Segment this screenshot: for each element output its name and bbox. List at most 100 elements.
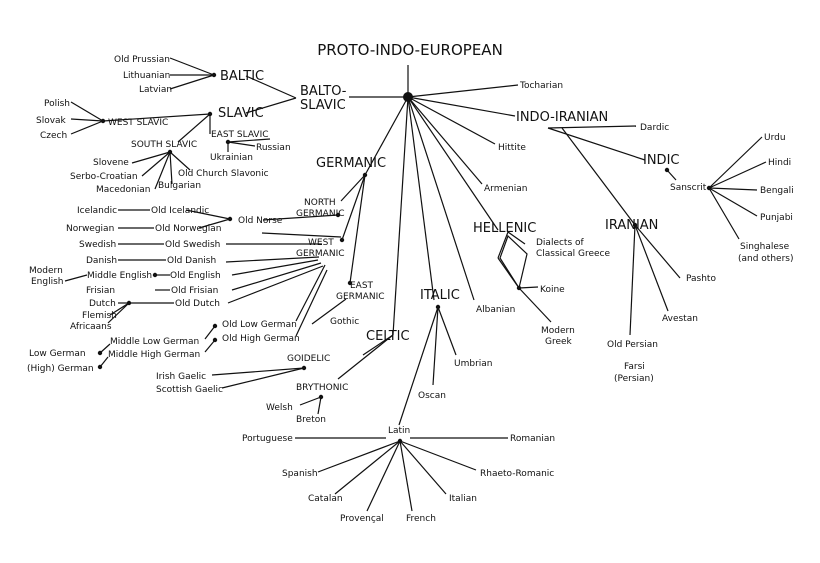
- tree-edge: [432, 306, 439, 386]
- tree-edge: [107, 302, 130, 324]
- label-macedonian: Macedonian: [96, 185, 150, 195]
- label-provencal: Provençal: [340, 514, 384, 524]
- tree-edge: [547, 125, 637, 129]
- label-umbrian: Umbrian: [454, 359, 493, 369]
- label-italic: ITALIC: [420, 288, 460, 303]
- label-tocharian: Tocharian: [519, 81, 563, 91]
- label-east-germanic-1: EAST: [350, 281, 374, 291]
- tree-edge: [245, 97, 297, 114]
- label-west-germanic-1: WEST: [308, 238, 334, 248]
- label-middle-english: Middle English: [87, 271, 152, 281]
- label-oscan: Oscan: [418, 391, 446, 401]
- tree-edge: [437, 306, 457, 356]
- tree-edge: [177, 113, 211, 143]
- label-hindi: Hindi: [768, 158, 791, 168]
- label-old-dutch: Old Dutch: [175, 299, 220, 309]
- label-hellenic: HELLENIC: [473, 221, 536, 236]
- label-russian: Russian: [256, 143, 291, 153]
- tree-edge: [407, 84, 519, 98]
- tree-edge: [227, 141, 256, 147]
- root-node: [403, 92, 413, 102]
- label-scottish-gaelic: Scottish Gaelic: [156, 385, 223, 395]
- branch-node: [97, 350, 103, 356]
- label-indic: INDIC: [643, 153, 679, 168]
- branch-node: [126, 300, 132, 306]
- branch-node: [318, 394, 324, 400]
- label-low-german: Low German: [29, 349, 86, 359]
- tree-edge: [311, 298, 347, 325]
- label-danish: Danish: [86, 256, 117, 266]
- label-singhalese-2: (and others): [738, 254, 793, 264]
- label-old-english: Old English: [170, 271, 221, 281]
- label-slovene: Slovene: [93, 158, 129, 168]
- tree-edge: [666, 169, 677, 181]
- label-spanish: Spanish: [282, 469, 318, 479]
- tree-edge: [102, 113, 211, 122]
- label-french: French: [406, 514, 436, 524]
- branch-node: [397, 438, 403, 444]
- label-west-germanic-2: GERMANIC: [296, 249, 345, 259]
- label-baltic: BALTIC: [220, 69, 264, 84]
- tree-edge: [407, 96, 435, 301]
- branch-node: [664, 167, 670, 173]
- label-high-german: (High) German: [27, 364, 94, 374]
- tree-edge: [634, 224, 669, 312]
- tree-edge: [364, 96, 409, 176]
- label-irish-gaelic: Irish Gaelic: [156, 372, 206, 382]
- label-czech: Czech: [40, 131, 67, 141]
- tree-edge: [169, 74, 215, 90]
- label-old-low-german: Old Low German: [222, 320, 297, 330]
- label-ukrainian: Ukrainian: [210, 153, 253, 163]
- tree-edge: [334, 440, 401, 495]
- tree-edge: [708, 161, 767, 189]
- tree-edge: [340, 174, 366, 202]
- label-celtic: CELTIC: [366, 329, 410, 344]
- tree-edge: [407, 96, 499, 231]
- tree-edge: [198, 218, 231, 229]
- label-goidelic: GOIDELIC: [287, 354, 330, 364]
- tree-edge: [227, 265, 324, 304]
- label-norwegian: Norwegian: [66, 224, 114, 234]
- tree-edge: [708, 187, 758, 191]
- tree-edge: [225, 256, 320, 263]
- tree-edge: [169, 151, 173, 185]
- branch-node: [212, 337, 218, 343]
- branch-node: [435, 304, 441, 310]
- tree-edge: [169, 151, 191, 171]
- tree-edge: [366, 440, 401, 512]
- tree-edge: [109, 302, 130, 316]
- branch-node: [97, 364, 103, 370]
- label-old-high-german: Old High German: [222, 334, 300, 344]
- label-east-germanic-2: GERMANIC: [336, 292, 385, 302]
- branch-node: [227, 216, 233, 222]
- label-singhalese-1: Singhalese: [740, 242, 790, 252]
- label-old-icelandic: Old Icelandic: [151, 206, 209, 216]
- tree-edge: [204, 339, 216, 353]
- label-indo-iranian: INDO-IRANIAN: [516, 110, 608, 125]
- label-old-church-slavonic: Old Church Slavonic: [178, 169, 269, 179]
- label-slavic: SLAVIC: [218, 106, 264, 121]
- label-gothic: Gothic: [330, 317, 359, 327]
- tree-edge: [64, 274, 88, 282]
- tree-edge: [70, 101, 104, 122]
- label-balto-slavic-1: BALTO-: [300, 84, 347, 99]
- tree-edge: [231, 259, 319, 276]
- label-west-slavic: WEST SLAVIC: [108, 118, 168, 128]
- tree-edge: [399, 440, 477, 471]
- label-catalan: Catalan: [308, 494, 343, 504]
- tree-edge: [341, 174, 366, 241]
- label-italian: Italian: [449, 494, 477, 504]
- label-latvian: Latvian: [139, 85, 172, 95]
- label-portuguese: Portuguese: [242, 434, 293, 444]
- tree-edge: [70, 120, 104, 135]
- tree-edge: [507, 231, 526, 245]
- tree-edge: [169, 57, 215, 76]
- tree-edge: [399, 440, 413, 512]
- tree-edge: [337, 334, 394, 380]
- tree-edge: [131, 151, 171, 164]
- label-koine: Koine: [540, 285, 565, 295]
- tree-edges: [64, 57, 767, 512]
- label-farsi-1: Farsi: [624, 362, 645, 372]
- branch-node: [225, 139, 231, 145]
